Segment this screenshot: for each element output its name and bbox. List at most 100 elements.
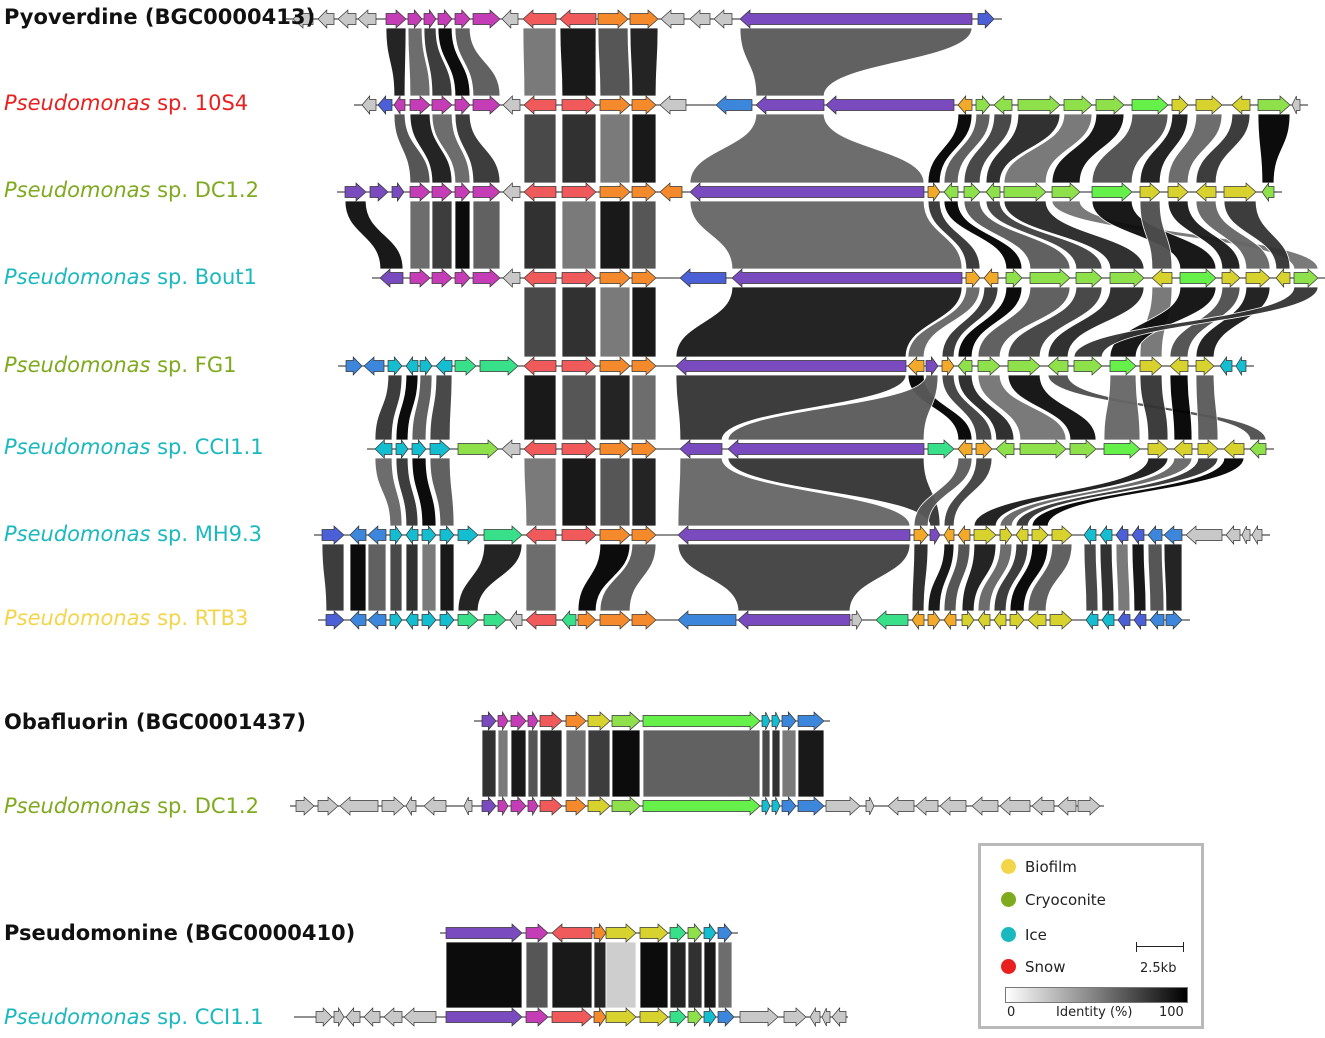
gene-arrow xyxy=(999,524,1013,546)
identity-ribbon xyxy=(993,543,1029,612)
gene-arrow xyxy=(317,796,339,816)
gene-arrow xyxy=(939,796,967,816)
gene-arrow xyxy=(379,268,404,288)
legend-box: Biofilm Cryoconite Ice Snow 2.5kb 0 Iden… xyxy=(978,843,1204,1029)
gene-arrow xyxy=(361,95,377,115)
gene-arrow xyxy=(1257,95,1291,115)
identity-ribbon xyxy=(1167,200,1241,270)
gene-arrow xyxy=(1195,182,1217,202)
gene-arrow xyxy=(454,182,471,202)
gene-arrow xyxy=(472,9,501,29)
pseudomonine-identity-ribbon xyxy=(525,941,549,1009)
gene-arrow xyxy=(687,1007,703,1027)
gene-arrow xyxy=(551,923,593,943)
identity-ribbon xyxy=(961,543,997,612)
identity-ribbon xyxy=(1103,374,1141,441)
gene-arrow xyxy=(522,9,557,29)
identity-ribbon xyxy=(913,457,973,527)
gene-arrow xyxy=(771,711,781,731)
cryoconite-dot-icon xyxy=(1001,892,1016,907)
gene-arrow xyxy=(993,609,1007,631)
gene-arrow xyxy=(781,796,797,816)
gene-arrow xyxy=(985,182,1001,202)
gene-arrow xyxy=(605,1007,637,1027)
gene-arrow xyxy=(943,182,959,202)
label-track-fg1: Pseudomonas sp. FG1 xyxy=(4,353,237,377)
gene-arrow xyxy=(1101,609,1115,631)
gene-arrow xyxy=(454,9,471,29)
identity-ribbon xyxy=(977,543,1013,612)
identity-ribbon xyxy=(599,543,657,612)
gene-arrow xyxy=(1019,439,1067,459)
identity-ribbon xyxy=(675,286,963,358)
identity-ribbon xyxy=(472,200,501,270)
identity-ribbon xyxy=(1031,457,1245,527)
gene-arrow xyxy=(457,610,479,630)
gene-arrow xyxy=(561,268,597,288)
gene-arrow xyxy=(345,356,363,376)
obafluorin-identity-ribbon xyxy=(781,729,797,798)
gene-arrow xyxy=(539,796,563,816)
identity-ribbon xyxy=(1073,286,1319,358)
gene-arrow xyxy=(761,796,771,816)
identity-ribbon xyxy=(321,543,345,612)
gene-arrow xyxy=(295,796,315,816)
gene-arrow xyxy=(349,610,367,630)
gene-arrow xyxy=(911,609,925,631)
gene-arrow xyxy=(927,439,955,459)
gene-arrow xyxy=(405,795,417,817)
gene-arrow xyxy=(999,796,1031,816)
gene-arrow xyxy=(941,355,955,377)
gene-arrow xyxy=(1185,525,1223,545)
gene-arrow xyxy=(317,9,335,29)
identity-ribbon xyxy=(561,113,597,184)
snow-dot-icon xyxy=(1001,959,1016,974)
obafluorin-identity-ribbon xyxy=(481,729,497,798)
gene-arrow xyxy=(381,796,405,816)
gene-arrow xyxy=(389,524,403,546)
identity-ribbon xyxy=(907,286,981,358)
gene-arrow xyxy=(393,94,406,116)
gene-arrow xyxy=(561,439,597,459)
gene-arrow xyxy=(333,1006,345,1028)
biofilm-dot-icon xyxy=(1001,859,1016,874)
gene-arrow xyxy=(561,95,597,115)
gene-arrow xyxy=(481,711,497,731)
label-pseudomonine-reference: Pseudomonine (BGC0000410) xyxy=(4,921,356,945)
identity-ribbon xyxy=(973,457,1169,527)
gene-arrow xyxy=(501,9,519,29)
gene-arrow xyxy=(715,95,753,115)
gene-arrow xyxy=(454,356,477,376)
gene-arrow xyxy=(407,9,423,29)
gene-arrow xyxy=(689,9,711,29)
gene-arrow xyxy=(1005,268,1023,288)
gene-arrow xyxy=(472,268,501,288)
gene-arrow xyxy=(1007,356,1041,376)
gene-arrow xyxy=(717,1007,735,1027)
identity-ribbon xyxy=(1091,113,1169,184)
identity-ribbon xyxy=(523,286,557,358)
identity-ribbon xyxy=(1003,200,1145,270)
gene-arrow xyxy=(1047,356,1069,376)
identity-ribbon xyxy=(631,113,657,184)
gene-arrow xyxy=(421,525,437,545)
pseudomonine-identity-ribbon xyxy=(445,941,523,1009)
identity-min-label: 0 xyxy=(1007,1005,1016,1020)
label-track-mh9-3: Pseudomonas sp. MH9.3 xyxy=(4,522,263,546)
gene-arrow xyxy=(1051,525,1073,545)
gene-arrow xyxy=(1051,182,1081,202)
gene-arrow xyxy=(1031,796,1055,816)
identity-max-label: 100 xyxy=(1159,1005,1184,1020)
gene-arrow xyxy=(339,796,379,816)
gene-arrow xyxy=(1221,268,1241,288)
gene-arrow xyxy=(1091,182,1133,202)
identity-ribbon xyxy=(561,457,597,527)
gene-arrow xyxy=(439,525,455,545)
gene-arrow xyxy=(357,9,377,29)
gene-arrow xyxy=(703,922,717,944)
gene-arrow xyxy=(737,610,851,630)
gene-arrow xyxy=(383,1007,403,1027)
gene-arrow xyxy=(497,710,509,732)
gene-arrow xyxy=(1099,524,1113,546)
legend-item-snow: Snow xyxy=(1001,958,1065,976)
